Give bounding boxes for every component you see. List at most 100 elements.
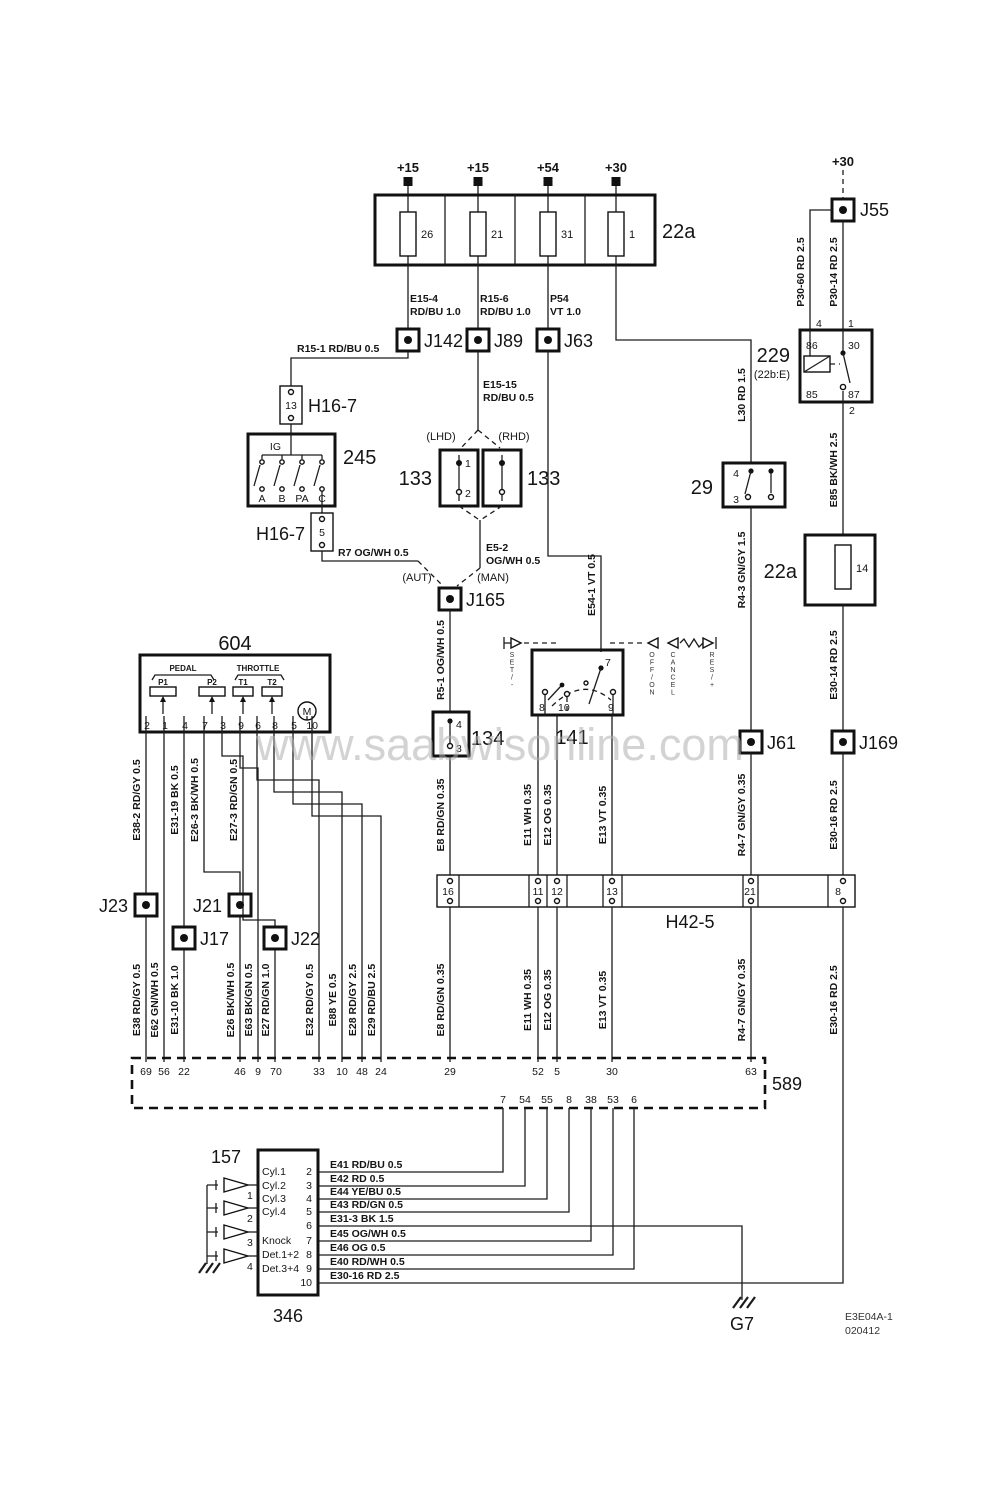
wire-e15-4-col: RD/BU 1.0	[410, 306, 461, 318]
wire-e5-2: E5-2	[486, 542, 508, 554]
blk346-cyl3: Cyl.3	[262, 1193, 286, 1205]
wire-r15-1: R15-1 RD/BU 0.5	[297, 343, 379, 355]
doc-code: E3E04A-1	[845, 1311, 893, 1323]
wire-r15-6: R15-6	[480, 293, 509, 305]
ecu-589: 589 69 56 22 46 9 70 33 10 48 24 29 52 5…	[130, 1056, 802, 1110]
ign-pa: PA	[295, 493, 308, 505]
ecu-top-33: 33	[313, 1066, 325, 1078]
wire-e38: E38 RD/GY 0.5	[131, 964, 143, 1036]
pedal-pin-4: 4	[182, 720, 188, 732]
throttle-unit-604: 604 PEDAL THROTTLE P1 P2 T1 T2 M 2 1 4 7…	[138, 633, 332, 734]
harness-e30-16: E30-16 RD 2.5	[330, 1270, 400, 1282]
h42-pin21: 21	[744, 886, 756, 898]
ecu-bot-8: 8	[566, 1094, 572, 1106]
pedal-pin-6: 6	[255, 720, 261, 732]
ign-b: B	[278, 493, 285, 505]
ign-ig: IG	[270, 441, 281, 453]
splice-j61: J61	[767, 733, 796, 753]
inj-id: 157	[211, 1147, 241, 1167]
sw29-id: 29	[691, 477, 713, 499]
ecu-bot-54: 54	[519, 1094, 531, 1106]
ecu-top-69: 69	[140, 1066, 152, 1078]
wire-p54-col: VT 1.0	[550, 306, 581, 318]
pedal-pin-5: 5	[291, 720, 297, 732]
blk346-cyl2: Cyl.2	[262, 1180, 286, 1192]
splice-j169: J169	[859, 733, 898, 753]
relay-t30: 30	[848, 340, 860, 352]
wire-e11-lower: E11 WH 0.35	[522, 969, 534, 1031]
wire-e28: E28 RD/GY 2.5	[347, 964, 359, 1036]
wire-p30-14: P30-14 RD 2.5	[828, 237, 840, 307]
blk346-pin2: 2	[306, 1166, 312, 1178]
inj-4: 4	[247, 1261, 253, 1273]
pedal-pin-8: 8	[272, 720, 278, 732]
ecu-top-48: 48	[356, 1066, 368, 1078]
relay-id: 229	[757, 345, 790, 367]
fuse-26: 26	[421, 229, 433, 241]
cruise-pin8: 8	[539, 702, 545, 714]
blk346-pin4: 4	[306, 1193, 312, 1205]
wire-e88: E88 YE 0.5	[327, 973, 339, 1026]
blk346-id: 346	[273, 1306, 303, 1326]
splice-row: E15-4 RD/BU 1.0 R15-6 RD/BU 1.0 P54 VT 1…	[395, 256, 593, 353]
fuse-1: 1	[629, 229, 635, 241]
blk133-pin2: 2	[465, 488, 471, 500]
ecu-top-56: 56	[158, 1066, 170, 1078]
fusebox2-id: 22a	[764, 561, 798, 583]
h42-pin13: 13	[606, 886, 618, 898]
wire-e13-upper: E13 VT 0.35	[597, 786, 609, 845]
h42-id: H42-5	[665, 912, 714, 932]
ecu-id: 589	[772, 1074, 802, 1094]
ignition-switch-branch: R15-1 RD/BU 0.5 13 H16-7 245 IG A B PA C…	[246, 343, 418, 562]
h42-pin16: 16	[442, 886, 454, 898]
relay-t85: 85	[806, 389, 818, 401]
ecu-top-5: 5	[554, 1066, 560, 1078]
connector-h42-5: 16 11 12 13 21 8 H42-5	[436, 874, 856, 932]
feed-15b: +15	[467, 160, 489, 175]
fusebox-22a-top: 26 21 31 1 22a	[373, 193, 696, 267]
ground-icon	[198, 1262, 221, 1274]
wire-r4-7-upper: R4-7 GN/GY 0.35	[736, 774, 748, 857]
sw29-pin4: 4	[733, 468, 739, 480]
wire-e27: E27 RD/GN 1.0	[260, 963, 272, 1036]
pedal-pin-10: 10	[306, 720, 318, 732]
blk346-knock: Knock	[262, 1235, 292, 1247]
splice-j17: J17	[200, 929, 229, 949]
ecu-bot-6: 6	[631, 1094, 637, 1106]
wire-e12-lower: E12 OG 0.35	[542, 969, 554, 1030]
ecu-top-30: 30	[606, 1066, 618, 1078]
wire-e85: E85 BK/WH 2.5	[828, 433, 840, 508]
wire-r15-6-col: RD/BU 1.0	[480, 306, 531, 318]
fuse-31: 31	[561, 229, 573, 241]
pedal-t1: T1	[238, 678, 248, 687]
ecu-top-70: 70	[270, 1066, 282, 1078]
block-133-pair: E15-15 RD/BU 0.5 (LHD) (RHD) 1 2 133 133…	[399, 351, 560, 568]
wire-e26-3: E26-3 BK/WH 0.5	[189, 758, 201, 842]
harness-e45: E45 OG/WH 0.5	[330, 1228, 406, 1240]
blk346-cyl1: Cyl.1	[262, 1166, 286, 1178]
rhd-label: (RHD)	[498, 431, 529, 443]
inj-1: 1	[247, 1190, 253, 1202]
blk133-pin1: 1	[465, 458, 471, 470]
wire-e15-15-col: RD/BU 0.5	[483, 392, 534, 404]
blk346-det34: Det.3+4	[262, 1263, 299, 1275]
harness-e42: E42 RD 0.5	[330, 1173, 384, 1185]
splice-j55: J55	[860, 200, 889, 220]
j165-134-branch: (AUT) (MAN) J165 R5-1 OG/WH 0.5 4 3 134 …	[402, 560, 509, 875]
ign-245-id: 245	[343, 447, 376, 469]
harness-e40: E40 RD/WH 0.5	[330, 1256, 405, 1268]
left-lanes: E38-2 RD/GY 0.5 E31-19 BK 0.5 E26-3 BK/W…	[99, 732, 382, 1062]
pedal-t2: T2	[267, 678, 277, 687]
h16a-id: H16-7	[308, 396, 357, 416]
wire-e31-19: E31-19 BK 0.5	[169, 765, 181, 835]
blk133-left-id: 133	[399, 468, 432, 490]
cruise-pin10: 10	[558, 702, 570, 714]
wire-e27-3: E27-3 RD/GN 0.5	[228, 759, 240, 841]
wire-e13-lower: E13 VT 0.35	[597, 971, 609, 1030]
feed-54: +54	[537, 160, 560, 175]
ecu-top-29: 29	[444, 1066, 456, 1078]
